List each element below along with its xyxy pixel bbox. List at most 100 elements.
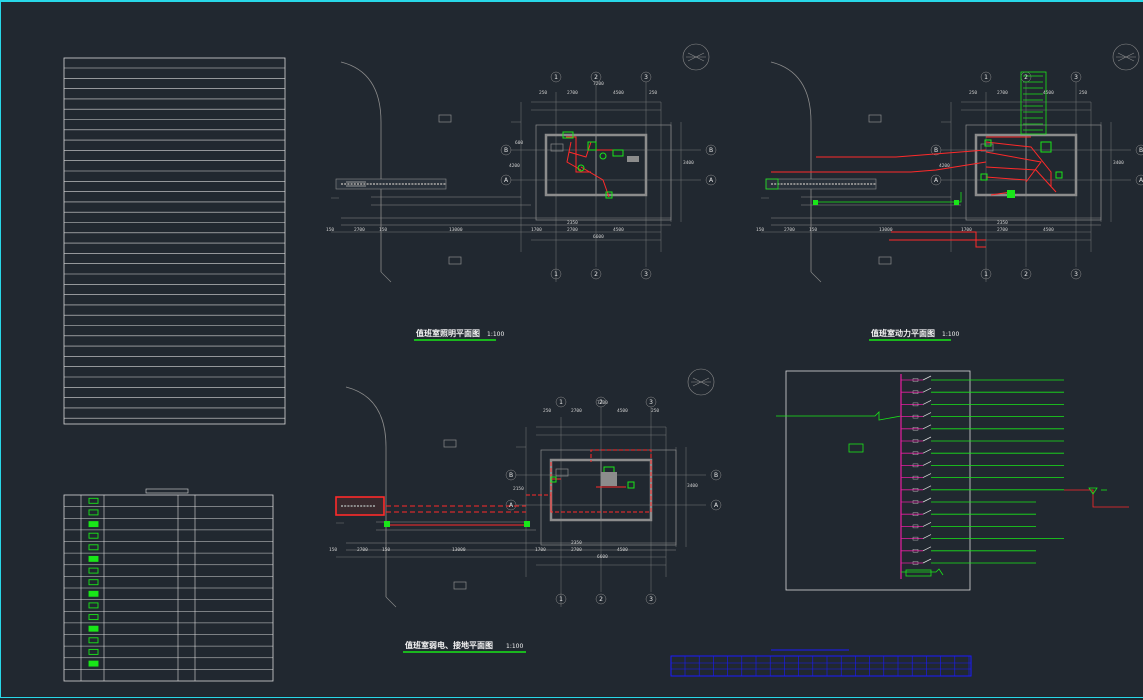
svg-text:值班室动力平面图: 值班室动力平面图 xyxy=(871,328,935,338)
legend-symbol xyxy=(88,521,99,528)
svg-text:4500: 4500 xyxy=(613,90,624,96)
svg-text:2700: 2700 xyxy=(571,408,582,414)
svg-text:250: 250 xyxy=(543,408,551,414)
legend-symbol xyxy=(88,532,99,539)
svg-text:A: A xyxy=(709,177,714,184)
svg-text:250: 250 xyxy=(539,90,547,96)
plan-grounding[interactable] xyxy=(334,367,723,609)
svg-text:4500: 4500 xyxy=(1043,227,1054,233)
svg-text:B: B xyxy=(709,147,713,154)
svg-text:A: A xyxy=(1139,177,1143,184)
svg-text:1:100: 1:100 xyxy=(506,643,523,650)
svg-text:7200: 7200 xyxy=(597,400,608,406)
svg-text:1: 1 xyxy=(554,74,558,81)
circuit-tag xyxy=(912,512,919,516)
legend-symbol xyxy=(88,614,99,621)
svg-text:1: 1 xyxy=(554,271,558,278)
svg-text:1700: 1700 xyxy=(961,227,972,233)
plan-lighting[interactable] xyxy=(329,42,718,284)
legend-table[interactable] xyxy=(63,488,274,682)
svg-text:7200: 7200 xyxy=(593,81,604,87)
svg-text:1700: 1700 xyxy=(531,227,542,233)
svg-text:150: 150 xyxy=(379,227,387,233)
legend-symbol xyxy=(88,660,99,667)
circuit-tag xyxy=(912,549,919,553)
circuit-switch xyxy=(922,473,932,478)
legend-symbol xyxy=(88,509,99,516)
circuit-switch xyxy=(922,375,932,381)
axis-labels-lighting: 1 2 3 1 2 3 B A B A xyxy=(504,74,714,278)
dims-grounding: 250 2700 4500 250 7200 150 2700 150 1300… xyxy=(329,400,698,560)
svg-text:B: B xyxy=(934,147,938,154)
circuit-switch xyxy=(922,461,932,466)
svg-text:B: B xyxy=(504,147,508,154)
svg-text:13000: 13000 xyxy=(879,227,893,233)
legend-symbol xyxy=(88,637,99,644)
notes-table[interactable] xyxy=(63,57,286,425)
circuit-switch xyxy=(922,424,932,430)
plan-power[interactable] xyxy=(759,42,1143,284)
svg-text:3: 3 xyxy=(644,74,648,81)
svg-text:2700: 2700 xyxy=(567,227,578,233)
svg-text:1700: 1700 xyxy=(535,547,546,553)
svg-text:13000: 13000 xyxy=(449,227,463,233)
svg-text:A: A xyxy=(934,177,939,184)
svg-text:2: 2 xyxy=(594,74,598,81)
svg-text:4500: 4500 xyxy=(1043,90,1054,96)
distribution-diagram[interactable] xyxy=(776,370,1129,591)
svg-text:A: A xyxy=(509,502,514,509)
svg-text:4500: 4500 xyxy=(617,547,628,553)
lighting-wiring xyxy=(562,131,639,199)
svg-text:3400: 3400 xyxy=(683,160,694,166)
circuit-switch xyxy=(922,485,932,491)
legend-symbol xyxy=(88,497,99,504)
circuit-switch xyxy=(922,436,932,442)
svg-text:3: 3 xyxy=(1074,74,1078,81)
material-table[interactable] xyxy=(670,649,972,677)
svg-text:2700: 2700 xyxy=(567,90,578,96)
legend-symbol xyxy=(88,567,99,574)
svg-text:250: 250 xyxy=(649,90,657,96)
circuit-switch xyxy=(922,546,932,552)
circuit-switch xyxy=(922,509,932,515)
circuit-switch xyxy=(922,497,932,503)
circuit-switch xyxy=(922,558,932,564)
circuit-tag xyxy=(912,500,919,504)
svg-text:2700: 2700 xyxy=(357,547,368,553)
svg-text:2: 2 xyxy=(599,399,603,406)
circuit-switch xyxy=(922,448,932,454)
svg-text:1: 1 xyxy=(984,74,988,81)
svg-text:2: 2 xyxy=(594,271,598,278)
svg-text:6600: 6600 xyxy=(597,554,608,560)
circuit-tag xyxy=(912,488,919,492)
axis-labels-power: 1 2 3 1 2 3 B A B A xyxy=(934,74,1143,278)
svg-text:B: B xyxy=(509,472,513,479)
svg-text:150: 150 xyxy=(756,227,764,233)
power-wiring xyxy=(771,71,1063,248)
circuit-switch xyxy=(922,412,932,417)
svg-text:2150: 2150 xyxy=(513,486,524,492)
svg-text:2350: 2350 xyxy=(997,220,1008,226)
svg-text:B: B xyxy=(1139,147,1143,154)
svg-text:3: 3 xyxy=(649,399,653,406)
title-grounding: 值班室弱电、接地平面图 1:100 xyxy=(403,640,526,653)
svg-text:250: 250 xyxy=(969,90,977,96)
svg-text:2700: 2700 xyxy=(997,90,1008,96)
circuit-tag xyxy=(912,475,919,480)
legend-symbol xyxy=(88,602,99,609)
svg-text:4200: 4200 xyxy=(939,163,950,169)
axis-labels-grounding: 1 2 3 1 2 3 B A B A xyxy=(509,399,719,603)
svg-text:2350: 2350 xyxy=(571,540,582,546)
circuit-switch xyxy=(922,522,932,527)
circuit-tag xyxy=(912,536,919,541)
svg-text:150: 150 xyxy=(329,547,337,553)
legend-symbol xyxy=(88,544,99,551)
svg-text:250: 250 xyxy=(1079,90,1087,96)
circuit-tag xyxy=(912,427,919,431)
legend-symbol xyxy=(88,590,99,597)
svg-text:2700: 2700 xyxy=(784,227,795,233)
circuit-tag xyxy=(912,378,919,382)
svg-text:1: 1 xyxy=(984,271,988,278)
